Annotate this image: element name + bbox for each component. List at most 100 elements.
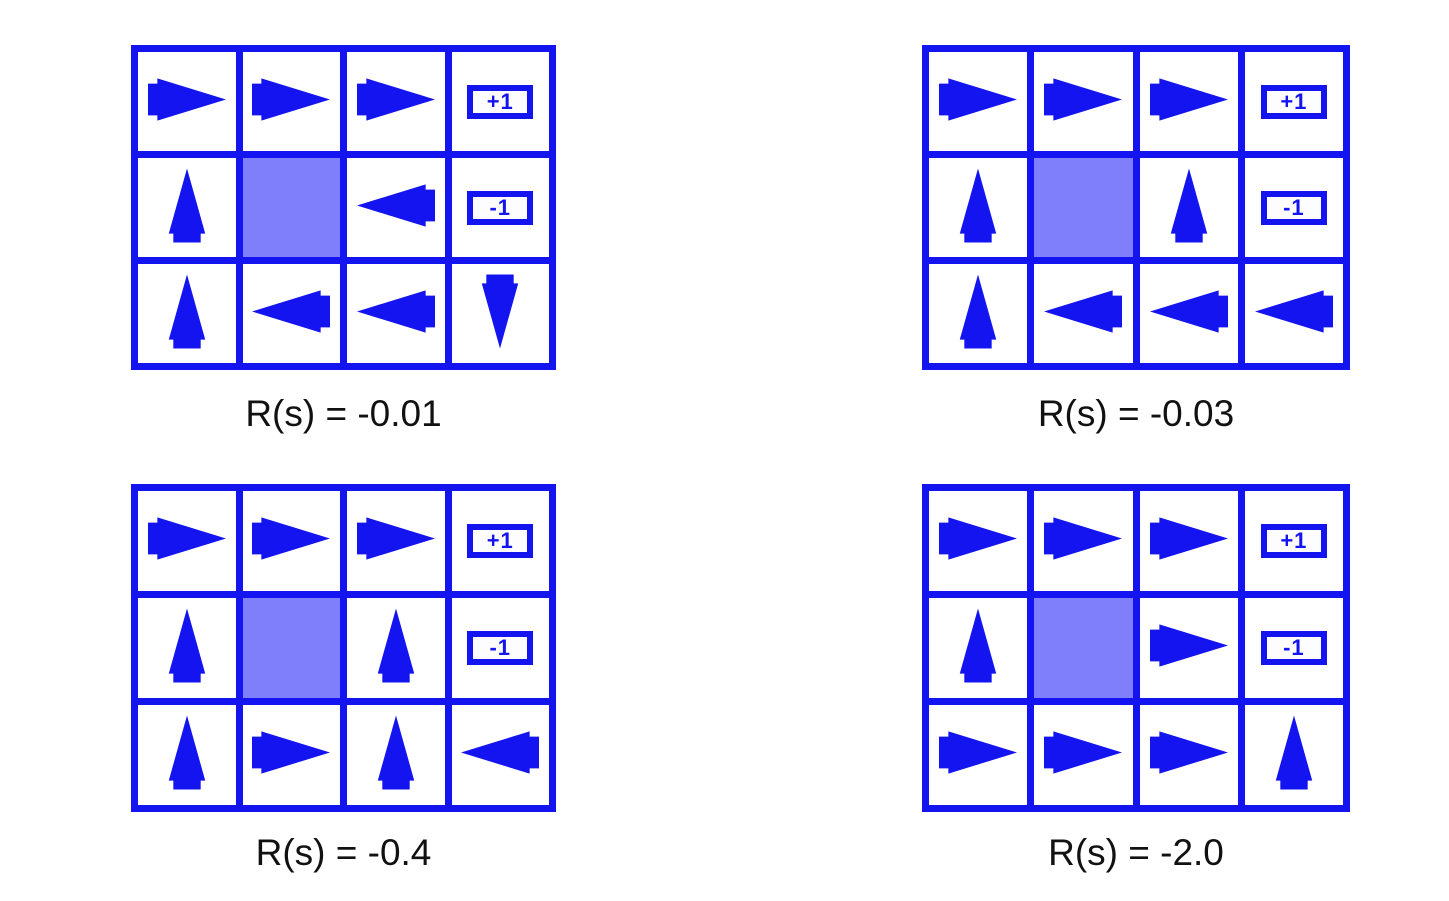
policy-cell[interactable] [1139,491,1238,591]
arrow-right-icon [939,731,1018,780]
arrow-up-icon [959,168,997,247]
wall-cell [242,598,340,698]
policy-cell[interactable] [138,705,236,805]
policy-grid-panel: +1 -1 [922,484,1350,812]
arrow-right-icon [252,517,331,566]
policy-cell[interactable] [1139,598,1238,698]
terminal-cell[interactable]: -1 [1244,598,1343,698]
arrow-down-icon [481,274,519,353]
policy-cell[interactable] [138,598,236,698]
policy-cell[interactable] [347,52,445,151]
policy-cell[interactable] [1034,705,1133,805]
terminal-cell[interactable]: -1 [451,158,549,257]
reward-chip-plus-one: +1 [467,524,534,558]
arrow-up-icon [377,715,415,795]
gridworld-grid: +1 -1 [922,484,1350,812]
policy-cell[interactable] [1244,264,1343,363]
panel-caption: R(s) = -0.4 [255,832,432,873]
policy-cell[interactable] [929,598,1028,698]
arrow-right-icon [252,77,331,126]
arrow-up-icon [1170,168,1208,247]
terminal-cell[interactable]: +1 [1244,52,1343,151]
arrow-right-icon [252,731,331,780]
arrow-left-icon [1149,289,1228,338]
arrow-left-icon [1044,289,1123,338]
policy-grid-panel: +1 -1 [131,45,556,370]
reward-chip-plus-one: +1 [467,84,534,119]
arrow-up-icon [959,274,997,353]
policy-cell[interactable] [1139,264,1238,363]
policy-cell[interactable] [242,52,340,151]
policy-cell[interactable] [1139,705,1238,805]
arrow-right-icon [356,77,435,126]
wall-cell [1034,158,1133,257]
arrow-up-icon [959,608,997,688]
arrow-left-icon [356,289,435,338]
policy-cell[interactable] [929,491,1028,591]
arrow-left-icon [252,289,331,338]
arrow-up-icon [377,608,415,688]
policy-cell[interactable] [451,264,549,363]
policy-cell[interactable] [1139,52,1238,151]
policy-cell[interactable] [1034,52,1133,151]
arrow-right-icon [939,517,1018,566]
policy-cell[interactable] [1034,264,1133,363]
policy-cell[interactable] [242,705,340,805]
arrow-up-icon [1275,715,1313,795]
policy-grid-panel: +1 -1 [922,45,1350,370]
policy-cell[interactable] [1034,491,1133,591]
reward-chip-minus-one: -1 [467,631,534,665]
reward-chip-plus-one: +1 [1260,524,1327,558]
policy-cell[interactable] [929,705,1028,805]
reward-chip-plus-one: +1 [1260,84,1327,119]
policy-cell[interactable] [347,491,445,591]
policy-cell[interactable] [138,264,236,363]
arrow-up-icon [168,608,206,688]
policy-cell[interactable] [138,52,236,151]
arrow-right-icon [1149,77,1228,126]
terminal-cell[interactable]: -1 [1244,158,1343,257]
terminal-cell[interactable]: +1 [451,491,549,591]
arrow-right-icon [1149,731,1228,780]
policy-cell[interactable] [138,491,236,591]
reward-chip-minus-one: -1 [467,190,534,225]
arrow-right-icon [1149,624,1228,673]
arrow-up-icon [168,715,206,795]
arrow-right-icon [147,517,226,566]
policy-cell[interactable] [242,491,340,591]
panel-caption: R(s) = -0.03 [1037,393,1235,434]
policy-cell[interactable] [347,705,445,805]
gridworld-grid: +1 -1 [922,45,1350,370]
policy-cell[interactable] [347,264,445,363]
arrow-left-icon [461,731,540,780]
policy-grid-panel: +1 -1 [131,484,556,812]
policy-cell[interactable] [929,264,1028,363]
arrow-up-icon [168,274,206,353]
policy-cell[interactable] [347,598,445,698]
arrow-right-icon [356,517,435,566]
panel-caption: R(s) = -0.01 [245,393,442,434]
terminal-cell[interactable]: -1 [451,598,549,698]
reward-chip-minus-one: -1 [1260,190,1327,225]
reward-chip-minus-one: -1 [1260,631,1327,665]
policy-cell[interactable] [929,158,1028,257]
policy-cell[interactable] [242,264,340,363]
terminal-cell[interactable]: +1 [451,52,549,151]
policy-cell[interactable] [929,52,1028,151]
policy-cell[interactable] [451,705,549,805]
arrow-up-icon [168,168,206,247]
arrow-right-icon [1044,77,1123,126]
gridworld-grid: +1 -1 [131,45,556,370]
policy-cell[interactable] [138,158,236,257]
arrow-right-icon [1149,517,1228,566]
arrow-right-icon [1044,517,1123,566]
terminal-cell[interactable]: +1 [1244,491,1343,591]
wall-cell [242,158,340,257]
wall-cell [1034,598,1133,698]
policy-cell[interactable] [1244,705,1343,805]
arrow-right-icon [1044,731,1123,780]
policy-cell[interactable] [1139,158,1238,257]
panel-caption: R(s) = -2.0 [1048,832,1224,873]
policy-cell[interactable] [347,158,445,257]
